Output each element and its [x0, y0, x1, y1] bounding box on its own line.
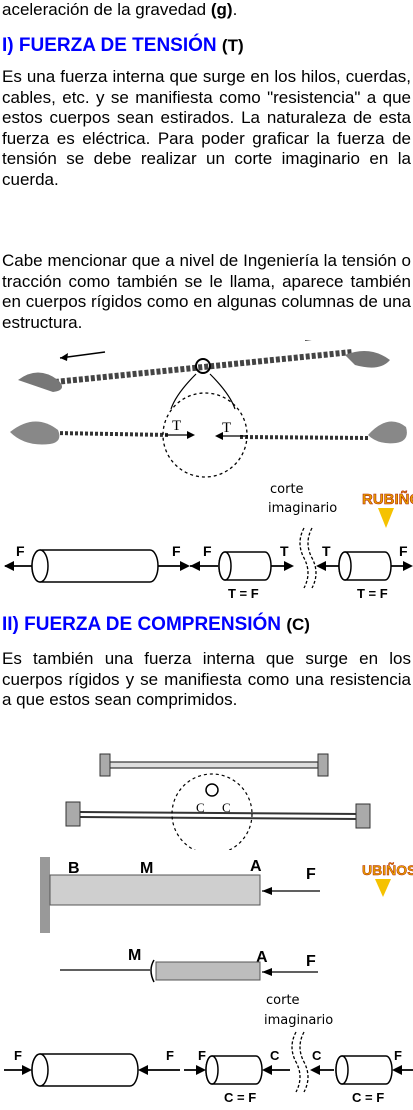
cylinder-cut-left: F T T = F [190, 543, 294, 601]
cylinder-cut-left: F C C = F [184, 1048, 290, 1105]
cut-line [299, 527, 309, 589]
svg-text:B: B [68, 860, 80, 877]
compression-clamp-illustration: C C [65, 753, 371, 850]
cut-label-line1: corte [266, 993, 300, 1008]
svg-text:F: F [394, 1048, 402, 1063]
svg-text:F: F [203, 543, 212, 559]
compression-vector-symbol: (C) [286, 615, 310, 634]
svg-text:M: M [128, 947, 141, 964]
cylinder-whole: F F [4, 543, 190, 583]
compression-paragraph: Es también una fuerza interna que surge … [2, 649, 411, 709]
lower-bar [79, 811, 361, 815]
svg-text:T: T [280, 543, 289, 559]
column-bar [49, 874, 261, 906]
ubinos-logo-icon: UBIÑOS [362, 861, 413, 897]
svg-text:C: C [196, 800, 205, 815]
rope-cut-illustration: T T [10, 340, 407, 478]
compression-heading: II) FUERZA DE COMPRENSIÓN (C) [2, 614, 310, 635]
svg-text:C: C [270, 1048, 280, 1063]
svg-text:UBIÑOS: UBIÑOS [362, 861, 413, 878]
svg-text:M: M [140, 860, 153, 877]
svg-text:C: C [222, 800, 231, 815]
svg-text:C: C [312, 1048, 322, 1063]
cut-label-line2: imaginario [268, 501, 337, 516]
left-hand-icon [18, 372, 62, 392]
svg-text:A: A [250, 858, 262, 875]
wall-support [40, 857, 50, 933]
tension-heading: I) FUERZA DE TENSIÓN (T) [2, 35, 244, 56]
cut-circle [162, 392, 248, 478]
lower-rope-right [239, 435, 371, 440]
upper-clamp-right [317, 753, 329, 777]
tension-label-left: T [172, 418, 181, 434]
upper-rope [54, 349, 353, 385]
cylinder-cut-right: C F C = F [310, 1048, 413, 1105]
equation-c-equals-f: C = F [352, 1090, 384, 1105]
cut-circle [171, 773, 253, 850]
lower-rope-left [54, 431, 171, 437]
cut-bar [155, 961, 261, 981]
upper-clamp-left [99, 753, 111, 777]
compression-cut-bar: M A F [60, 947, 318, 983]
cylinder-whole: F F [4, 1048, 180, 1087]
cut-label-line1: corte [270, 482, 304, 497]
compression-column-diagram: B M A F UBIÑOS [40, 857, 413, 933]
tension-paragraph-1: Es una fuerza interna que surge en los h… [2, 67, 411, 189]
lower-clamp-right [355, 803, 371, 829]
right-hand-icon [345, 351, 390, 368]
intro-line: aceleración de la gravedad (g). [2, 0, 238, 19]
svg-text:F: F [306, 866, 316, 883]
tension-paragraph-2: Cabe mencionar que a nivel de Ingeniería… [2, 251, 411, 332]
lower-clamp-left [65, 801, 81, 827]
equation-t-equals-f: T = F [357, 586, 388, 601]
equation-t-equals-f: T = F [228, 586, 259, 601]
svg-text:T: T [322, 543, 331, 559]
svg-text:F: F [14, 1048, 22, 1063]
svg-text:F: F [399, 543, 408, 559]
cut-label-line2: imaginario [264, 1013, 333, 1028]
cylinder-cut-right: T F T = F [316, 543, 413, 601]
svg-text:RUBIÑOS: RUBIÑOS [362, 490, 413, 508]
tension-label-right: T [222, 420, 231, 436]
lower-left-hand-icon [10, 421, 60, 445]
tension-vector-symbol: (T) [221, 36, 244, 55]
upper-bar [107, 761, 319, 769]
tension-cut-diagram: corte imaginario RUBIÑOS F F F T T = F [4, 482, 413, 601]
rubinos-logo-icon: RUBIÑOS [362, 490, 413, 528]
svg-text:F: F [198, 1048, 206, 1063]
force-label: F [16, 543, 25, 559]
cut-line [291, 1031, 301, 1093]
svg-text:F: F [306, 953, 316, 970]
lower-right-hand-icon [368, 421, 407, 444]
compression-cut-diagram: corte imaginario F F F C C = F C F C = F [4, 993, 413, 1105]
equation-c-equals-f: C = F [224, 1090, 256, 1105]
rope-knot [195, 358, 211, 374]
svg-text:F: F [166, 1048, 174, 1063]
force-label: F [172, 543, 181, 559]
